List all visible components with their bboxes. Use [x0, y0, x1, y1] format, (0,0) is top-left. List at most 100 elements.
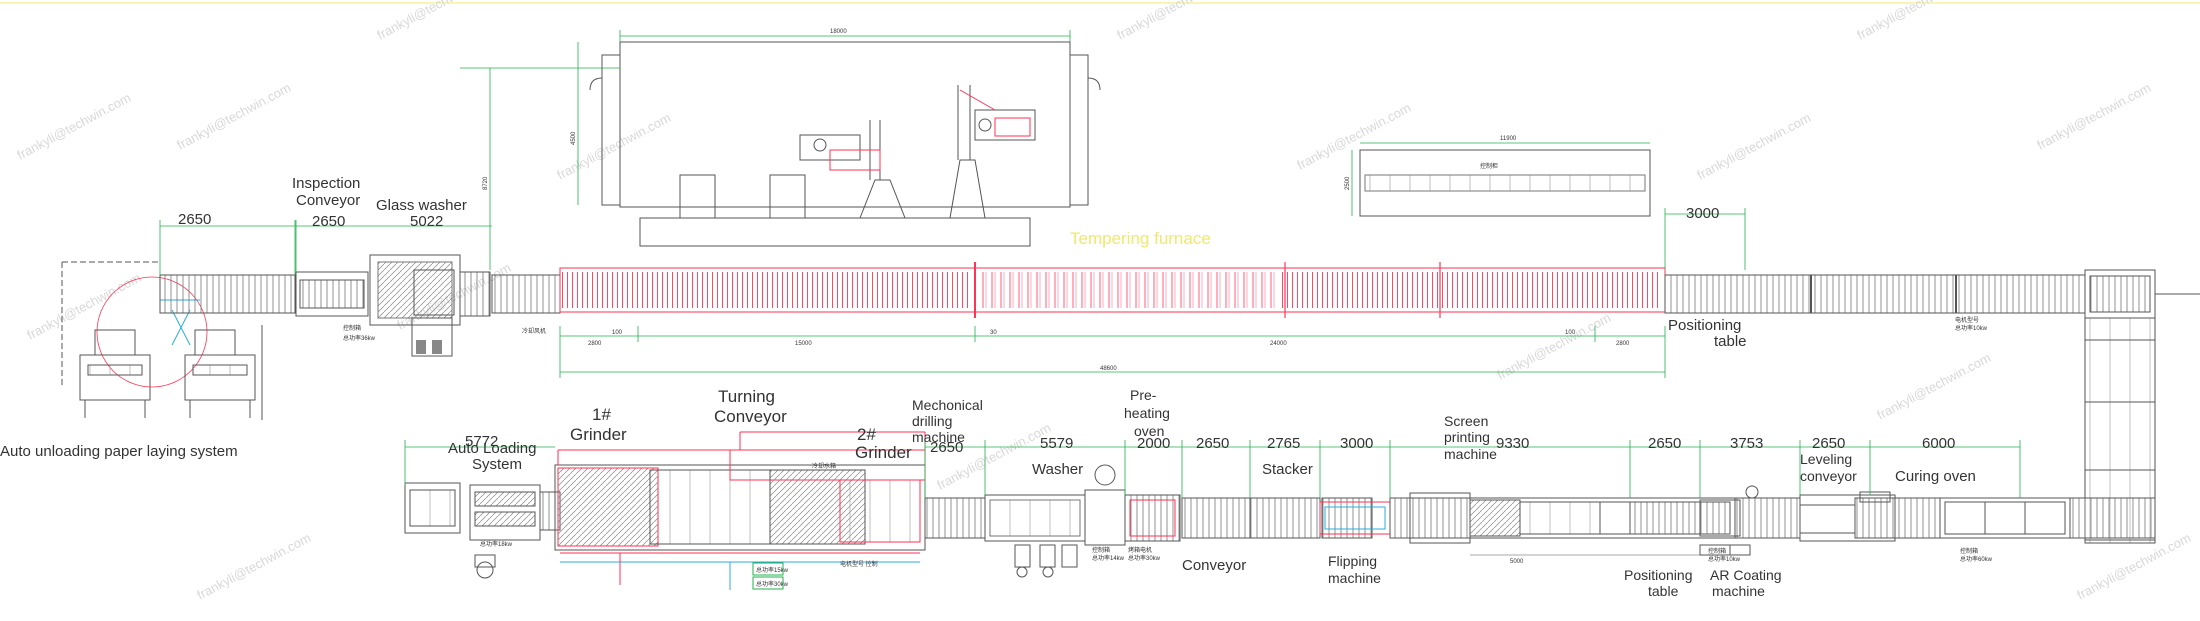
dim-2650-b: 2650 — [312, 213, 345, 230]
label-inspection-conveyor: Conveyor — [296, 192, 360, 209]
annot: 冷却风机 — [522, 327, 546, 335]
label-printing-machine: machine — [1444, 446, 1497, 462]
auto-loading-system: 总功率18kw — [404, 482, 561, 579]
dim-3000-b: 3000 — [1340, 435, 1373, 452]
label-inspection: Inspection — [292, 175, 360, 192]
dim-2800b: 2800 — [1616, 341, 1630, 347]
label-grinder-2-num: 2# — [857, 425, 876, 444]
bottom-labels: Auto Loading System 1# Grinder Turning C… — [448, 387, 1976, 599]
label-grinder-1: Grinder — [570, 425, 627, 444]
annot: 总功率15kw — [756, 566, 789, 574]
annot: 总功率10kw — [1955, 324, 1988, 332]
top-conveyor-end: 电机型号 总功率10kw — [1664, 269, 2200, 332]
label-turning-conveyor: Conveyor — [714, 407, 787, 426]
dim-5772: 5772 — [465, 433, 498, 450]
label-drilling: drilling — [912, 413, 952, 429]
auto-unloading-system — [61, 261, 263, 420]
annot: 烤箱电机 — [1128, 546, 1152, 554]
label-glass-washer: Glass washer — [376, 197, 467, 214]
label-mechanical: Mechonical — [912, 397, 983, 413]
label-auto-unloading: Auto unloading paper laying system — [0, 443, 238, 460]
annot: 控制箱 — [1708, 547, 1726, 555]
watermark: frankyli@techwin.com — [1114, 0, 1233, 43]
annot: 电机型号 控制 — [840, 560, 878, 568]
grinder-line: 总功率15kw 总功率30kw 冷却水箱 电机型号 控制 — [554, 431, 926, 590]
label-printing: printing — [1444, 429, 1490, 445]
dim-18000: 18000 — [830, 29, 847, 35]
label-flipping: Flipping — [1328, 553, 1377, 569]
label-leveling-conveyor: conveyor — [1800, 468, 1857, 484]
dim-15000: 15000 — [795, 341, 812, 347]
middle-bottom-line: 控制箱 总功率14kw 烤箱电机 总功率30kw — [924, 464, 1391, 578]
dim-3753: 3753 — [1730, 435, 1763, 452]
label-grinder-1-num: 1# — [592, 405, 611, 424]
furnace-dimensions — [559, 326, 1666, 378]
label-pre: Pre- — [1130, 387, 1157, 403]
label-ar-coating: AR Coating — [1710, 567, 1782, 583]
dim-2650-a: 2650 — [178, 211, 211, 228]
dim-24000: 24000 — [1270, 341, 1287, 347]
tempering-furnace: Tempering furnace — [559, 229, 1666, 318]
label-screen: Screen — [1444, 413, 1488, 429]
dim-2500: 2500 — [1345, 176, 1351, 190]
label-positioning-bottom: Positioning — [1624, 567, 1693, 583]
label-heating: heating — [1124, 405, 1170, 421]
label-oven: oven — [1134, 423, 1164, 439]
label-curing-oven: Curing oven — [1895, 468, 1976, 485]
label-flipping-machine: machine — [1328, 570, 1381, 586]
label-positioning-table-2: table — [1714, 333, 1747, 350]
annot: 总功率36kw — [343, 334, 376, 342]
watermark: frankyli@techwin.com — [1874, 350, 1993, 423]
label-ar-coating-machine: machine — [1712, 583, 1765, 599]
quench-dimensions — [460, 30, 1071, 270]
dim-30: 30 — [990, 330, 997, 336]
dim-4500: 4500 — [571, 131, 577, 145]
label-stacker: Stacker — [1262, 461, 1313, 478]
dim-2650-c: 2650 — [930, 439, 963, 456]
annot: 控制柜 — [1480, 162, 1498, 170]
watermark: frankyli@techwin.com — [1294, 100, 1413, 173]
label-positioning-table: Positioning — [1668, 317, 1741, 334]
annot: 控制箱 — [1960, 547, 1978, 555]
bottom-dim-labels: 5772 2650 5579 2000 2650 2765 3000 9330 … — [465, 433, 1955, 456]
watermark: frankyli@techwin.com — [194, 530, 313, 603]
label-turning: Turning — [718, 387, 775, 406]
dim-48600: 48600 — [1100, 366, 1117, 372]
annot: 控制箱 — [343, 324, 361, 332]
dim-9330: 9330 — [1496, 435, 1529, 452]
annot: 控制箱 — [1092, 546, 1110, 554]
annot: 总功率30kw — [1128, 554, 1161, 562]
furnace-dim-labels: 2800 100 15000 30 24000 100 2800 48600 — [588, 330, 1630, 372]
label-auto-loading: Auto Loading — [448, 440, 536, 457]
dim-2650-f: 2650 — [1812, 435, 1845, 452]
watermark: frankyli@techwin.com — [374, 0, 493, 43]
watermark: frankyli@techwin.com — [1854, 0, 1973, 43]
annot: 总功率10kw — [1708, 555, 1741, 563]
label-washer: Washer — [1032, 461, 1083, 478]
dim-2765: 2765 — [1267, 435, 1300, 452]
label-conveyor-bottom: Conveyor — [1182, 557, 1246, 574]
label-auto-loading-2: System — [472, 456, 522, 473]
label-grinder-2: Grinder — [855, 443, 912, 462]
dim-8720: 8720 — [483, 176, 489, 190]
dim-100b: 100 — [1565, 330, 1576, 336]
label-drilling-machine: machine — [912, 429, 965, 445]
right-bottom-line: 5000 控制箱 总功率10kw 控制箱 总功率60kw — [1389, 485, 2156, 565]
dim-2650-d: 2650 — [1196, 435, 1229, 452]
bottom-dimension-lines — [404, 440, 2021, 498]
watermark: frankyli@techwin.com — [1694, 110, 1813, 183]
quench-building — [589, 41, 1101, 247]
annot: 总功率18kw — [480, 540, 513, 548]
label-positioning-bottom-2: table — [1648, 583, 1679, 599]
dim-100: 100 — [612, 330, 623, 336]
dim-2000: 2000 — [1137, 435, 1170, 452]
top-conveyor-start: 控制箱 总功率36kw 冷却风机 — [159, 254, 561, 357]
dim-5022: 5022 — [410, 213, 443, 230]
label-leveling: Leveling — [1800, 451, 1852, 467]
watermark: frankyli@techwin.com — [24, 270, 143, 343]
control-room: 11900 2500 控制柜 — [1345, 136, 1651, 217]
dim-6000: 6000 — [1922, 435, 1955, 452]
watermark: frankyli@techwin.com — [554, 110, 673, 183]
dim-5579: 5579 — [1040, 435, 1073, 452]
